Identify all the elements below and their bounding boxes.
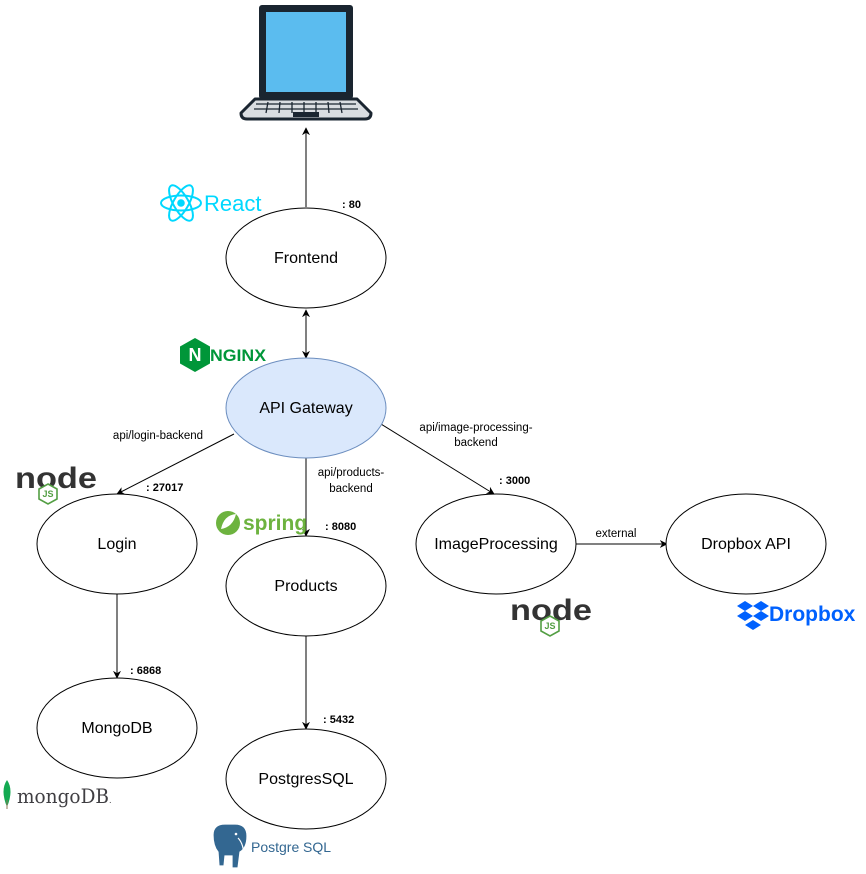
postgres-label: PostgresSQL — [258, 771, 353, 788]
react-logo: React — [160, 184, 261, 222]
node-products: Products — [225, 535, 387, 637]
frontend-label: Frontend — [274, 250, 338, 267]
postgres-elephant-icon — [212, 823, 248, 869]
port-imageprocessing: : 3000 — [499, 475, 530, 487]
edge-label-products-route-1: api/products- — [318, 467, 385, 479]
spring-wordmark: spring — [243, 512, 307, 535]
node-dropbox-api: Dropbox API — [665, 493, 827, 595]
imageprocessing-label: ImageProcessing — [434, 536, 558, 553]
postgres-logo: Postgre SQL — [212, 823, 331, 869]
node-login: Login — [36, 493, 198, 595]
node-mongodb: MongoDB — [36, 677, 198, 779]
dropbox-api-label: Dropbox API — [701, 536, 791, 553]
mongodb-label: MongoDB — [81, 720, 152, 737]
port-login: : 27017 — [146, 482, 183, 494]
nginx-wordmark: NGINX — [210, 346, 267, 365]
edge-label-image-route-2: backend — [454, 437, 497, 449]
spring-logo: spring — [216, 511, 307, 535]
dropbox-wordmark: Dropbox — [769, 603, 856, 626]
node-js-badge-imageprocessing: JS — [544, 621, 555, 631]
port-products: : 8080 — [325, 521, 356, 533]
port-mongodb: : 6868 — [130, 665, 161, 677]
edge-gateway-login — [116, 433, 235, 495]
mongodb-wordmark-mark: . — [109, 796, 112, 805]
edge-label-image-route-1: api/image-processing- — [419, 422, 532, 434]
nodejs-logo-login: node JS — [15, 462, 97, 505]
node-imageprocessing: ImageProcessing — [415, 493, 577, 595]
react-wordmark: React — [204, 191, 261, 216]
node-postgres: PostgresSQL — [225, 728, 387, 830]
edge-gateway-imageprocessing — [380, 423, 495, 495]
edge-label-products-route-2: backend — [329, 483, 372, 495]
products-label: Products — [274, 578, 337, 595]
connectors — [113, 127, 668, 730]
nodejs-hex-icon-2 — [540, 615, 560, 637]
node-api-gateway: API Gateway — [225, 357, 387, 459]
nodejs-hex-icon — [38, 483, 58, 505]
nginx-logo: N NGINX — [180, 338, 267, 372]
api-gateway-label: API Gateway — [259, 400, 352, 417]
postgres-wordmark-suffix: SQL — [303, 839, 331, 855]
login-label: Login — [97, 536, 136, 553]
nginx-hex-icon — [180, 338, 210, 372]
dropbox-box-icon — [737, 601, 769, 630]
mongodb-leaf-icon — [3, 780, 11, 807]
edge-label-login-route: api/login-backend — [113, 430, 203, 442]
node-frontend: Frontend — [225, 207, 387, 309]
node-js-badge-login: JS — [42, 489, 53, 499]
laptop-icon — [239, 5, 373, 121]
edge-label-external: external — [596, 528, 637, 540]
dropbox-logo: Dropbox — [737, 601, 856, 630]
mongodb-logo: mongoDB . — [3, 780, 112, 809]
nodejs-logo-imageprocessing: node JS — [510, 594, 592, 637]
port-frontend: : 80 — [342, 199, 361, 211]
react-atom-icon — [160, 184, 202, 222]
mongodb-wordmark: mongoDB — [17, 784, 109, 808]
port-postgres: : 5432 — [323, 714, 354, 726]
nginx-n-glyph: N — [189, 345, 202, 365]
postgres-wordmark-prefix: Postgre — [251, 839, 299, 855]
